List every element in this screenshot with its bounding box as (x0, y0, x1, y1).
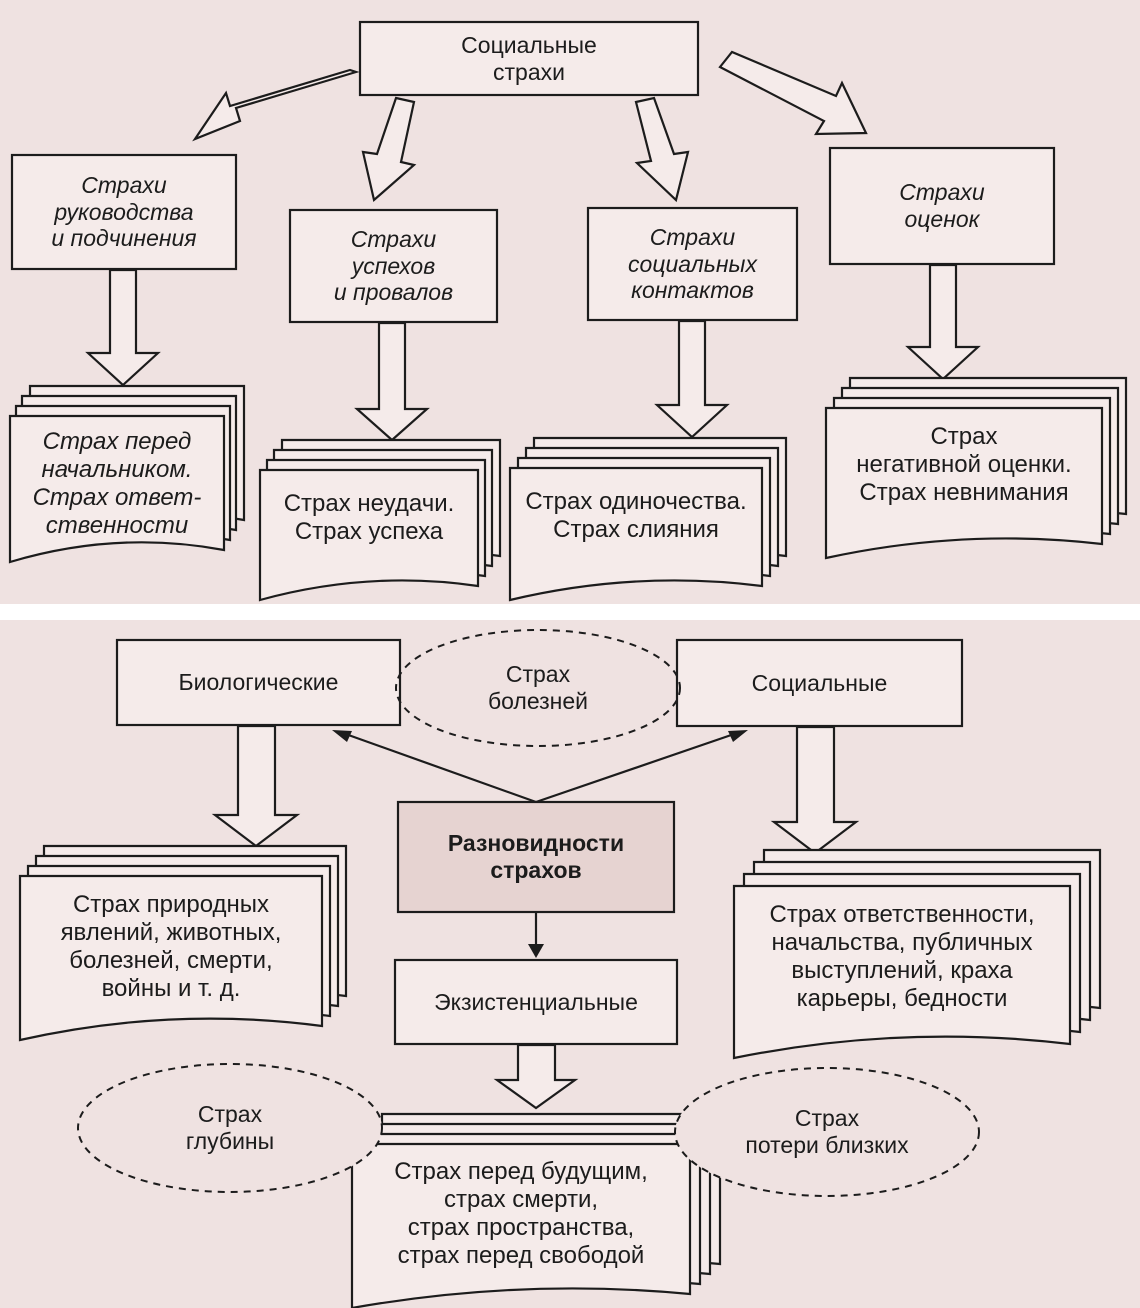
arrow-cat4-to-items (905, 263, 981, 381)
arrow-root-to-cat4 (718, 50, 868, 136)
root-box (358, 20, 700, 97)
top-diagram-panel: Социальные страхи Страхи руководства и п… (0, 0, 1140, 604)
arrow-existential-to-items (493, 1043, 579, 1110)
document-stack-1 (8, 414, 226, 564)
oval-right (674, 1067, 980, 1197)
center-box (396, 800, 676, 914)
category-box-2 (288, 208, 499, 324)
biological-document-stack (18, 874, 324, 1042)
oval-top (395, 629, 681, 747)
arrow-cat1-to-items (85, 268, 161, 387)
biological-box (115, 638, 402, 727)
arrow-root-to-cat1 (192, 68, 360, 142)
connector-head-down (528, 944, 544, 958)
arrow-root-to-cat2 (361, 96, 417, 203)
existential-box (393, 958, 679, 1046)
arrow-biological-to-items (211, 724, 301, 848)
connector-head-right (728, 730, 748, 742)
existential-document-stack (350, 1142, 692, 1308)
arrow-social-to-items (770, 725, 860, 855)
bottom-diagram-graphics (18, 629, 1102, 1308)
oval-left (77, 1063, 383, 1193)
document-stack-3 (508, 466, 764, 602)
arrow-root-to-cat3 (634, 96, 690, 203)
social-document-stack (732, 884, 1072, 1060)
social-box (675, 638, 964, 728)
arrow-cat2-to-items (354, 321, 430, 442)
document-stack-2 (258, 468, 480, 602)
connector-head-left (332, 730, 352, 742)
bottom-diagram-panel: Биологические Социальные Разновидности с… (0, 620, 1140, 1308)
category-box-3 (586, 206, 799, 322)
category-box-1 (10, 153, 238, 271)
top-diagram-graphics (8, 20, 1128, 602)
document-stack-4 (824, 406, 1104, 560)
arrow-cat3-to-items (654, 319, 730, 439)
category-box-4 (828, 146, 1056, 266)
